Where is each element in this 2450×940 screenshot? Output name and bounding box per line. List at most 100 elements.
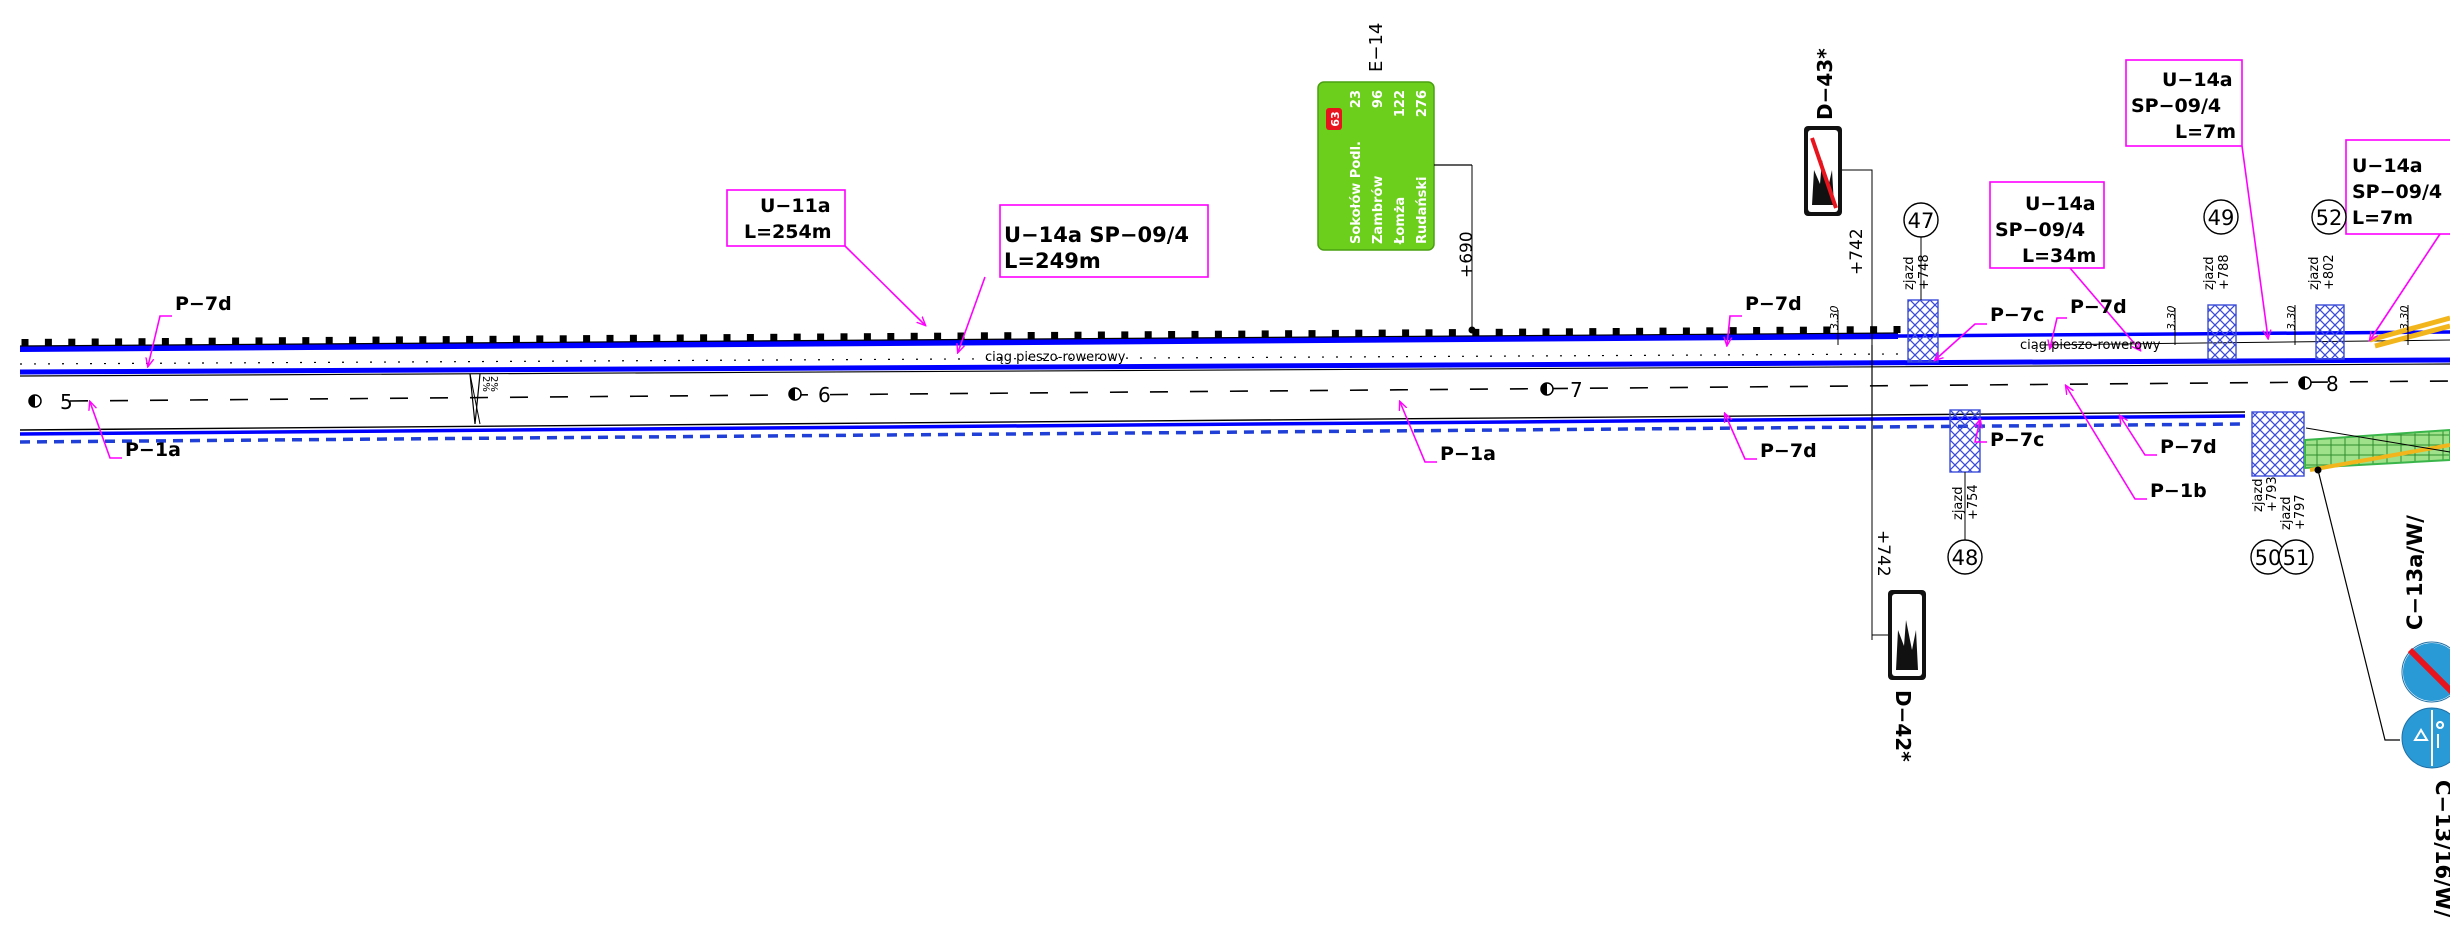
edge-square [161,338,169,345]
edge-square [1636,327,1644,335]
svg-text:8: 8 [2326,372,2339,396]
edge-square [1589,328,1597,336]
edge-square [138,338,146,346]
edge-square [1144,331,1152,339]
svg-text:Sokołów Podl.: Sokołów Podl. [1349,141,1364,244]
edge-square [1659,327,1667,335]
svg-text:L=249m: L=249m [1004,249,1101,273]
edge-square [1753,327,1761,334]
edge-square [1261,330,1269,338]
svg-text:49: 49 [2208,206,2235,230]
station-797: +797 [2293,494,2308,530]
edge-square [723,334,731,342]
edge-square [1519,328,1527,336]
edge-square [1823,326,1831,334]
u11a-box [726,189,846,247]
svg-text:23: 23 [1349,90,1364,108]
svg-text:SP−09/4: SP−09/4 [2352,181,2442,203]
sign-c1316: C−13/16/W/ [2314,466,2450,918]
svg-text:zjazd: zjazd [2307,257,2322,290]
edge-square [957,332,965,340]
label-p7d: P−7d [1745,293,1802,315]
svg-text:SP−09/4: SP−09/4 [2131,95,2221,117]
label-p1a: P−1a [1440,443,1496,465]
svg-text:3.30: 3.30 [2398,306,2411,331]
svg-text:47: 47 [1908,209,1935,233]
label-c13a: C−13a/W/ [2403,515,2427,630]
svg-text:5: 5 [60,390,73,414]
edge-square [1168,331,1176,338]
edge-square [185,337,193,345]
chainage-marker-6: 6 [788,383,831,407]
edge-square [1893,326,1901,333]
edge-square [395,336,403,344]
svg-text:U−14a: U−14a [2025,193,2096,215]
edge-square [1706,327,1714,335]
edge-square [559,335,567,343]
label-p1a: P−1a [125,439,181,461]
edge-square [1331,329,1339,337]
station-labels: +690 +742 +742 zjazd +748 zjazd +754 zja… [1457,165,2411,577]
edge-square [583,335,591,343]
svg-text:122: 122 [1393,90,1408,117]
edge-square [232,337,240,345]
svg-text:Łomża: Łomża [1393,197,1408,245]
edge-square [653,334,661,342]
slope-label: 2% [480,376,491,392]
svg-text:SP−09/4: SP−09/4 [1995,219,2085,241]
svg-text:zjazd: zjazd [2251,479,2266,512]
edge-square [255,337,263,345]
edge-square [1425,329,1433,337]
circle-47: 47 [1903,202,1939,238]
svg-text:U−11a: U−11a [760,195,831,217]
edge-square [466,335,474,343]
station-742-bot: +742 [1873,530,1893,577]
edge-square [1004,332,1012,340]
edge-square [1729,327,1737,335]
svg-text:52: 52 [2316,206,2343,230]
edge-square [115,338,123,346]
edge-square [934,332,942,340]
edge-square [1027,332,1035,339]
edge-square [1308,330,1316,338]
svg-text:L=254m: L=254m [744,221,832,243]
edge-square [1448,329,1456,337]
sign-d42: D−42* [1872,590,1926,762]
chainage-marker-7: 7 [1540,378,1583,402]
edge-square [325,336,333,344]
label-p7d: P−7d [2070,296,2127,318]
circle-51: 51 [2278,539,2314,575]
svg-text:U−14a SP−09/4: U−14a SP−09/4 [1004,223,1189,247]
edge-square [770,333,778,341]
edge-square [1378,329,1386,337]
edge-square [700,334,708,342]
svg-text:3.30: 3.30 [2285,306,2298,331]
path-label: ciąg pieszo-rowerowy [2020,338,2161,353]
label-d43: D−43* [1813,48,1837,120]
edge-square [863,333,871,341]
svg-text:276: 276 [1415,90,1430,117]
edge-square [372,336,380,344]
label-p1b: P−1b [2150,480,2207,502]
numbered-circles: 47 48 49 52 50 51 [1903,199,2347,575]
label-e14: E−14 [1366,23,1387,72]
edge-square [1682,327,1690,335]
edge-square [980,332,988,340]
edge-square [21,339,29,346]
station-748: +748 [1917,254,1932,290]
svg-text:63: 63 [1329,111,1342,126]
edge-square [629,334,637,342]
svg-text:zjazd: zjazd [2202,257,2217,290]
edge-square [419,336,427,344]
edge-square [1051,331,1059,339]
marking-labels: P−7d P−1a P−1a P−7d P−7d P−7c P−7d P−7c … [90,293,2217,502]
edge-square [1495,328,1503,336]
svg-text:L=7m: L=7m [2352,207,2413,229]
svg-text:Zambrów: Zambrów [1371,176,1386,244]
edge-square [1355,329,1363,337]
edge-square [1121,331,1129,339]
edge-square [1074,331,1082,339]
svg-text:U−14a: U−14a [2352,155,2423,177]
svg-text:zjazd: zjazd [1951,487,1966,520]
